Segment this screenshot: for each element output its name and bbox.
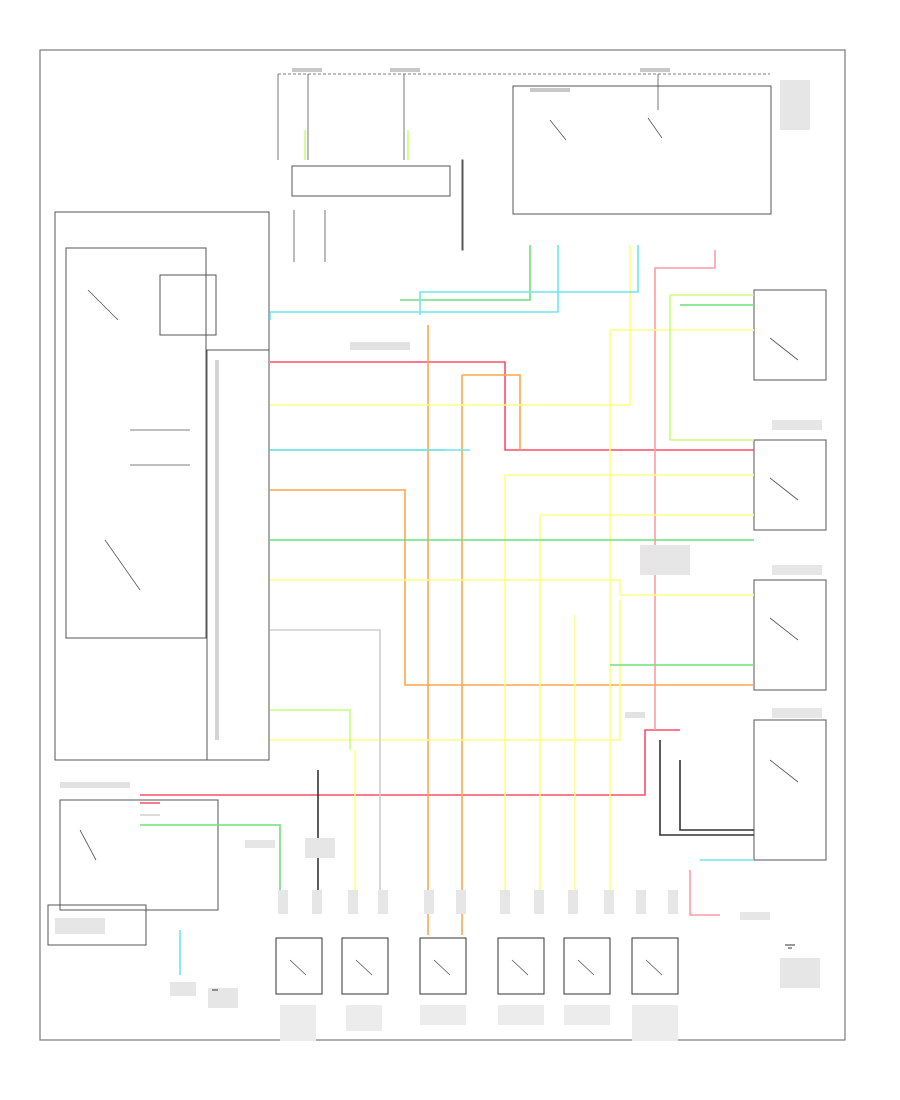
diagram-frame <box>39 49 846 1041</box>
switch-module-2 <box>341 937 389 995</box>
left-control-module <box>54 211 270 761</box>
switch-module-6 <box>631 937 679 995</box>
diagram-labels <box>55 68 822 1008</box>
ground-symbols <box>212 944 795 991</box>
switch-module-3 <box>419 937 467 995</box>
bottom-switch-modules <box>275 890 679 1041</box>
colored-wires <box>140 130 754 975</box>
switch-module-1 <box>275 937 323 995</box>
right-switch-modules <box>753 289 827 861</box>
bottom-left-switch <box>47 799 219 946</box>
top-fuse-block <box>277 73 772 262</box>
switch-module-5 <box>563 937 611 995</box>
switch-module-4 <box>497 937 545 995</box>
